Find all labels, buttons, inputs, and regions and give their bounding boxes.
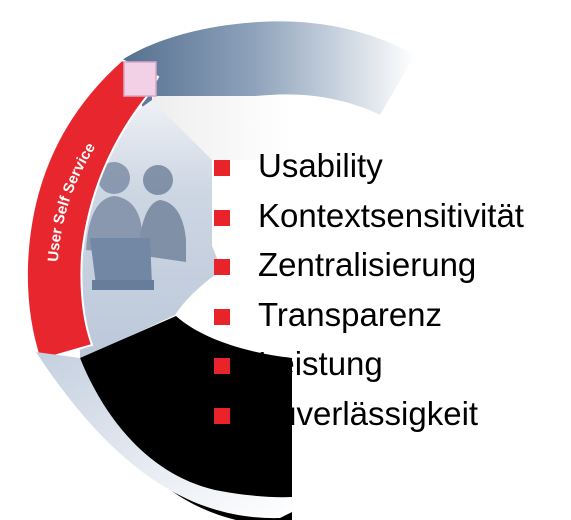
bullet-label: Zuverlässigkeit xyxy=(258,394,479,432)
bullet-item-zentralisierung: Zentralisierung xyxy=(214,245,524,295)
people-icon xyxy=(86,162,186,290)
bullet-item-usability: Usability xyxy=(214,146,524,196)
bullet-item-leistung: Leistung xyxy=(214,344,524,394)
bullet-label: Zentralisierung xyxy=(258,246,477,283)
bullet-square-icon xyxy=(214,358,230,374)
bullet-square-icon xyxy=(214,259,230,275)
bullet-item-kontextsensitivitaet: Kontextsensitivität xyxy=(214,196,524,246)
bullet-item-transparenz: Transparenz xyxy=(214,295,524,345)
bullet-list: Usability Kontextsensitivität Zentralisi… xyxy=(214,146,524,443)
bullet-label: Transparenz xyxy=(258,295,443,333)
bullet-square-icon xyxy=(214,407,230,424)
black-band xyxy=(80,316,292,520)
bullet-label: Leistung xyxy=(258,345,383,382)
bullet-square-icon xyxy=(214,308,230,325)
bullet-label: Usability xyxy=(258,147,383,184)
arrow-notch xyxy=(123,61,157,97)
red-band xyxy=(25,58,160,362)
bullet-square-icon xyxy=(214,209,230,226)
bullet-square-icon xyxy=(214,160,230,176)
bullet-item-zuverlaessigkeit: Zuverlässigkeit xyxy=(214,394,524,444)
bullet-label: Kontextsensitivität xyxy=(258,196,524,234)
bottom-blue-band xyxy=(36,352,292,519)
